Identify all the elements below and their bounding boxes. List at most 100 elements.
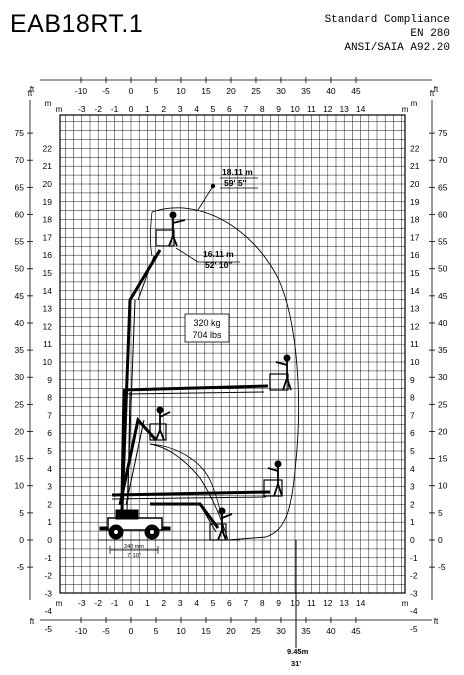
y-m-tick-label: 0: [410, 535, 415, 545]
y-ft-tick-label: 40: [438, 318, 448, 328]
y-m-tick-label: 15: [410, 268, 420, 278]
y-ft-tick-label: -5: [438, 562, 446, 572]
x-m-tick-label: 5: [211, 104, 216, 114]
load-box: [184, 313, 230, 343]
y-m-tick-label: 1: [410, 517, 415, 527]
x-m-tick-label: 10: [290, 598, 300, 608]
y-ft-tick-label: 70: [15, 155, 25, 165]
y-m-tick-label: -4: [410, 606, 418, 616]
x-m-tick-label: 9: [276, 598, 281, 608]
x-ft-tick-label: -5: [102, 86, 110, 96]
x-m-tick-label: 1: [145, 104, 150, 114]
platform-height-m: 16.11 m: [203, 249, 234, 259]
y-m-tick-label: 22: [43, 143, 53, 153]
x-ft-tick-label: 40: [326, 626, 336, 636]
y-m-tick-label: 13: [43, 304, 53, 314]
x-m-tick-label: -3: [78, 104, 86, 114]
x-ft-tick-label: -10: [75, 86, 88, 96]
x-ft-tick-label: -5: [102, 626, 110, 636]
max-height-ft: 59' 5": [224, 178, 247, 188]
x-m-tick-label: -2: [94, 598, 102, 608]
x-ft-tick-label: 25: [251, 626, 261, 636]
x-ft-tick-label: 20: [226, 626, 236, 636]
platform-top: [155, 211, 186, 247]
y-m-tick-label: 3: [410, 482, 415, 492]
model-title: EAB18RT.1: [10, 10, 144, 38]
y-ft-tick-label: 20: [438, 426, 448, 436]
y-m-tick-label: 0: [47, 535, 52, 545]
y-m-tick-label: 12: [43, 321, 53, 331]
plot-border: [59, 114, 406, 594]
x-ft-tick-label: 20: [226, 86, 236, 96]
y-ft-tick-label: 40: [15, 318, 25, 328]
envelope-left-edge: [150, 211, 153, 257]
x-ft-unit: ft: [30, 85, 35, 94]
y-ft-tick-label: 5: [19, 508, 24, 518]
y-m-tick-label: 19: [410, 197, 420, 207]
y-m-tick-label: 8: [47, 393, 52, 403]
y-m-tick-label: -4: [44, 606, 52, 616]
x-ft-tick-label: 45: [351, 626, 361, 636]
max-height-leader: [197, 185, 214, 211]
x-m-tick-label: 13: [339, 104, 349, 114]
x-ft-tick-label: 15: [201, 626, 211, 636]
x-m-tick-label: 4: [194, 104, 199, 114]
y-m-tick-label: -5: [44, 624, 52, 634]
y-m-tick-label: -1: [44, 553, 52, 563]
x-m-tick-label: 2: [161, 104, 166, 114]
y-ft-tick-label: 55: [438, 237, 448, 247]
chassis: [99, 509, 171, 540]
x-m-unit: m: [56, 599, 63, 608]
y-m-tick-label: 5: [47, 446, 52, 456]
load-kg: 320 kg: [193, 318, 220, 328]
y-m-tick-label: 15: [43, 268, 53, 278]
y-m-tick-label: 4: [410, 464, 415, 474]
y-ft-tick-label: 20: [15, 426, 25, 436]
y-ft-tick-label: 75: [438, 128, 448, 138]
x-m-tick-label: 7: [243, 104, 248, 114]
y-ft-tick-label: 30: [438, 372, 448, 382]
y-m-tick-label: -2: [410, 571, 418, 581]
x-ft-tick-label: 10: [176, 626, 186, 636]
x-ft-tick-label: 15: [201, 86, 211, 96]
y-m-tick-label: 10: [43, 357, 53, 367]
compliance-line: EN 280: [410, 28, 450, 40]
y-ft-tick-label: 35: [15, 345, 25, 355]
max-height-m: 18.11 m: [222, 167, 253, 177]
y-m-tick-label: 19: [43, 197, 53, 207]
x-m-tick-label: 1: [145, 598, 150, 608]
y-ft-tick-label: 30: [15, 372, 25, 382]
x-m-tick-label: 13: [339, 598, 349, 608]
x-m-unit: m: [402, 105, 409, 114]
x-ft-tick-label: 5: [154, 86, 159, 96]
y-ft-tick-label: -5: [16, 562, 24, 572]
y-ft-tick-label: 25: [438, 399, 448, 409]
y-ft-tick-label: 50: [15, 264, 25, 274]
y-m-tick-label: 13: [410, 304, 420, 314]
x-m-tick-label: 8: [260, 598, 265, 608]
x-ft-tick-label: 30: [276, 626, 286, 636]
x-ft-tick-label: 35: [301, 86, 311, 96]
y-ft-unit: ft: [28, 89, 33, 98]
compliance-line: Standard Compliance: [324, 14, 450, 26]
y-ft-tick-label: 70: [438, 155, 448, 165]
y-m-tick-label: -3: [410, 588, 418, 598]
x-m-tick-label: 2: [161, 598, 166, 608]
working-envelope: [149, 207, 300, 541]
x-ft-tick-label: 10: [176, 86, 186, 96]
x-m-tick-label: 5: [211, 598, 216, 608]
y-m-tick-label: -2: [44, 571, 52, 581]
y-m-tick-label: 4: [47, 464, 52, 474]
x-m-unit: m: [56, 105, 63, 114]
x-m-tick-label: 8: [260, 104, 265, 114]
y-ft-tick-label: 65: [15, 182, 25, 192]
x-m-tick-label: 11: [307, 104, 316, 114]
y-ft-tick-label: 60: [15, 209, 25, 219]
x-m-tick-label: 4: [194, 598, 199, 608]
y-m-tick-label: 16: [43, 250, 53, 260]
x-ft-tick-label: 5: [154, 626, 159, 636]
y-ft-tick-label: 15: [15, 454, 25, 464]
platform-right-high: [269, 354, 292, 391]
y-m-tick-label: -5: [410, 624, 418, 634]
